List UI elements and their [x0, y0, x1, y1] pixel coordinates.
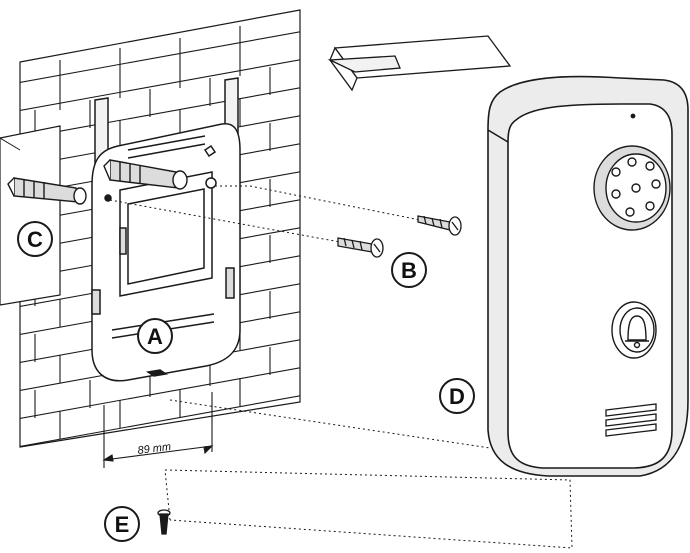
rain-cover	[327, 35, 512, 92]
speaker-grille	[605, 403, 657, 437]
callout-c: C	[17, 221, 53, 257]
callout-b: B	[391, 252, 427, 288]
callout-e: E	[104, 506, 140, 542]
callout-c-label: C	[27, 227, 43, 252]
wall-plug-right	[103, 159, 188, 190]
callout-a: A	[137, 318, 173, 354]
screw-lower	[337, 237, 384, 258]
mounting-bracket	[91, 77, 241, 382]
guide-lines	[109, 185, 573, 549]
screw-upper	[417, 215, 462, 236]
callout-a-label: A	[147, 324, 163, 349]
camera-lens-icon	[593, 145, 671, 231]
callout-d-label: D	[449, 384, 465, 409]
wall-plug-left	[7, 177, 87, 205]
wall-recess	[0, 125, 61, 306]
fixing-screw	[157, 509, 171, 535]
callout-e-label: E	[115, 512, 130, 537]
bell-icon	[611, 301, 657, 359]
callout-b-label: B	[401, 258, 417, 283]
dimension-line	[102, 392, 214, 468]
doorbell-unit	[487, 75, 689, 477]
dimension-label: 89 mm	[137, 441, 172, 457]
callout-d: D	[439, 378, 475, 414]
